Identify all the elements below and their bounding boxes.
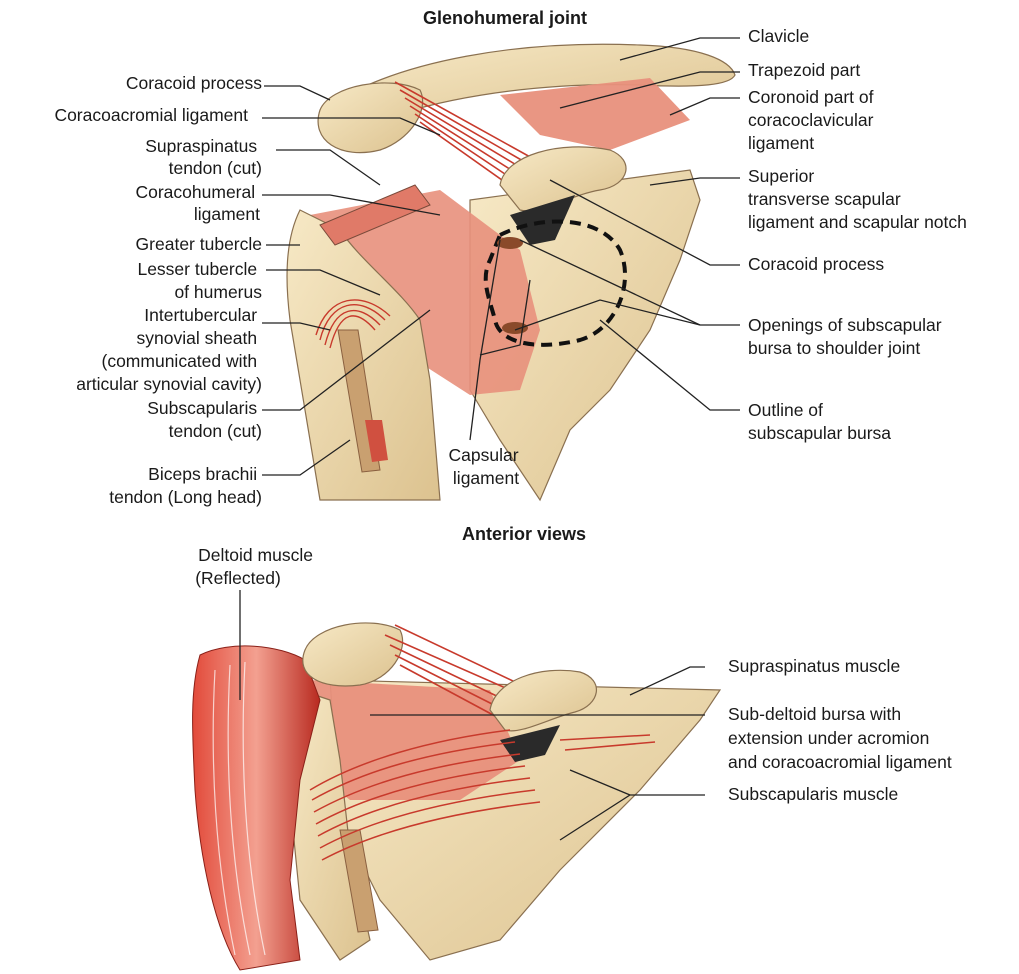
label-deltoid-muscle: Deltoid muscle (Reflected) [195, 545, 318, 588]
label-coracoacromial-ligament: Coracoacromial ligament [54, 105, 248, 125]
label-coronoid-part: Coronoid part of coracoclavicular ligame… [748, 87, 878, 153]
label-trapezoid-part: Trapezoid part [748, 60, 860, 80]
label-capsular-ligament: Capsular ligament [449, 445, 524, 488]
label-subscapularis-muscle: Subscapularis muscle [728, 784, 898, 804]
label-lesser-tubercle: Lesser tubercle of humerus [137, 259, 262, 302]
bursa-opening-lower [502, 322, 528, 334]
label-supraspinatus-tendon: Supraspinatus tendon (cut) [145, 136, 262, 178]
label-superior-transverse-ligament: Superior transverse scapular ligament an… [748, 166, 967, 232]
label-outline-subscapular-bursa: Outline of subscapular bursa [748, 400, 891, 443]
bottom-illustration [193, 623, 720, 970]
label-supraspinatus-muscle: Supraspinatus muscle [728, 656, 900, 676]
label-clavicle: Clavicle [748, 26, 809, 46]
bursa-opening-upper [497, 237, 523, 249]
title-anterior-views: Anterior views [462, 524, 586, 544]
label-coracoid-process-left: Coracoid process [126, 73, 262, 93]
title-glenohumeral-joint: Glenohumeral joint [423, 8, 587, 28]
label-openings-subscapular-bursa: Openings of subscapular bursa to shoulde… [748, 315, 946, 358]
label-intertubercular-sheath: Intertubercular synovial sheath (communi… [76, 305, 262, 394]
label-subdeltoid-bursa: Sub-deltoid bursa with extension under a… [728, 704, 952, 772]
label-biceps-tendon: Biceps brachii tendon (Long head) [109, 464, 262, 507]
acromion-bottom [303, 623, 403, 686]
label-coracoid-process-right: Coracoid process [748, 254, 884, 274]
label-coracohumeral-ligament: Coracohumeral ligament [135, 182, 260, 224]
label-subscapularis-tendon: Subscapularis tendon (cut) [147, 398, 262, 441]
top-illustration [287, 44, 735, 500]
label-greater-tubercle: Greater tubercle [136, 234, 262, 254]
